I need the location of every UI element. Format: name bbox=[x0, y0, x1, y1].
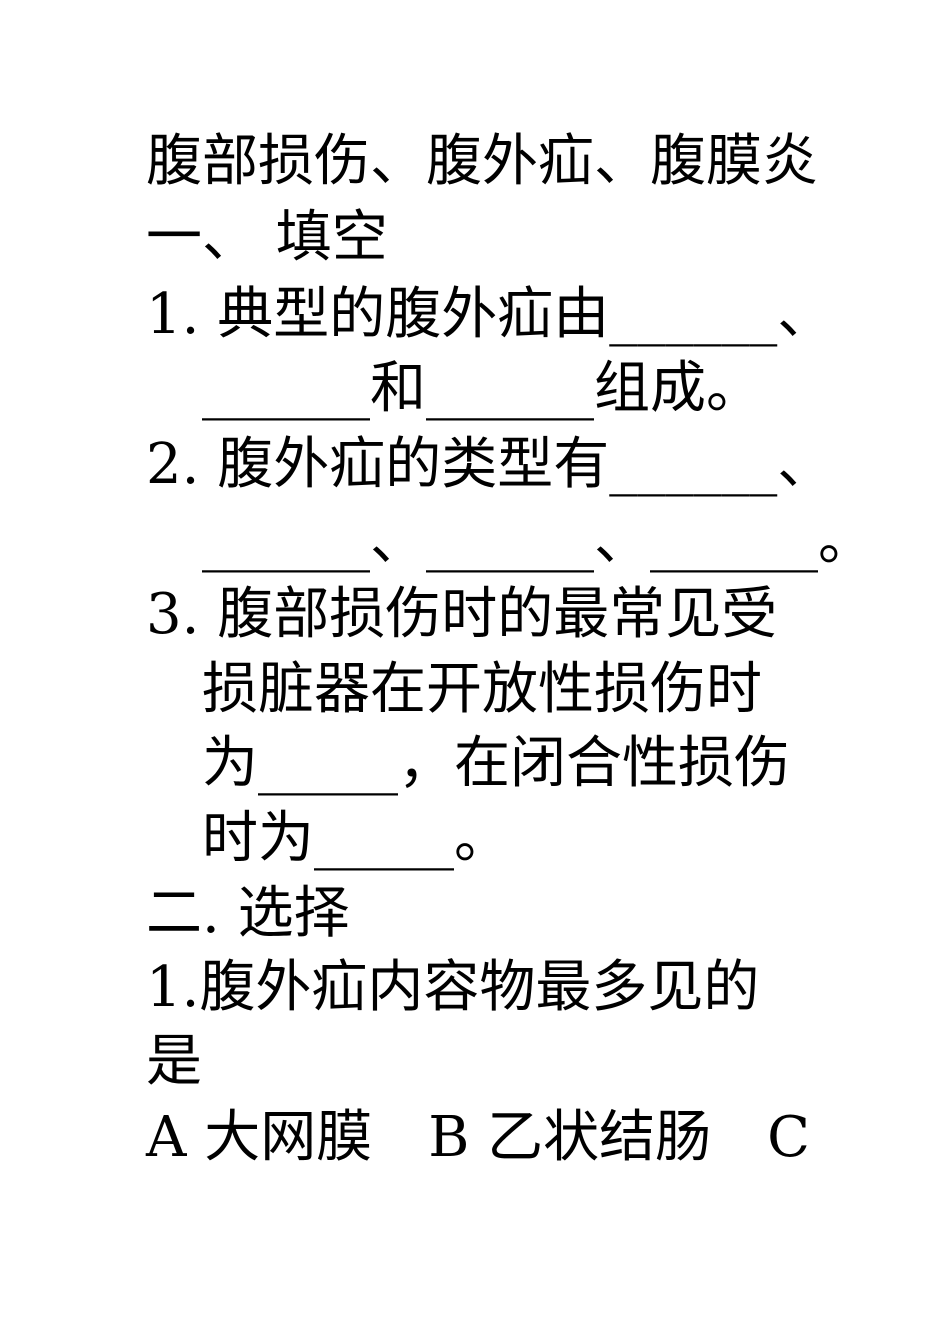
option-b: B 乙状结肠 bbox=[428, 1105, 712, 1170]
question-3-line-3: 为_____，在闭合性损伤 bbox=[202, 731, 790, 796]
section-heading-fill-in: 一、 填空 bbox=[146, 205, 388, 270]
option-a: A 大网膜 bbox=[146, 1105, 373, 1170]
question-1-line-2: ______和______组成。 bbox=[202, 356, 762, 421]
choice-question-1-options: A 大网膜 B 乙状结肠 C bbox=[146, 1100, 810, 1176]
question-3-line-4: 时为_____。 bbox=[202, 806, 510, 871]
section-heading-multiple-choice: 二. 选择 bbox=[146, 881, 350, 946]
question-3-line-1: 3. 腹部损伤时的最常见受 bbox=[146, 582, 778, 647]
question-3-line-2: 损脏器在开放性损伤时 bbox=[202, 657, 762, 722]
choice-question-1-line-1: 1.腹外疝内容物最多见的 bbox=[146, 955, 760, 1020]
question-1-line-1: 1. 典型的腹外疝由______、 bbox=[146, 282, 834, 347]
question-2-line-2: ______、______、______。 bbox=[202, 508, 874, 573]
choice-question-1-line-2: 是 bbox=[146, 1029, 202, 1094]
question-2-line-1: 2. 腹外疝的类型有______、 bbox=[146, 432, 834, 497]
document-title: 腹部损伤、腹外疝、腹膜炎 bbox=[146, 129, 818, 194]
option-c: C bbox=[767, 1105, 810, 1170]
